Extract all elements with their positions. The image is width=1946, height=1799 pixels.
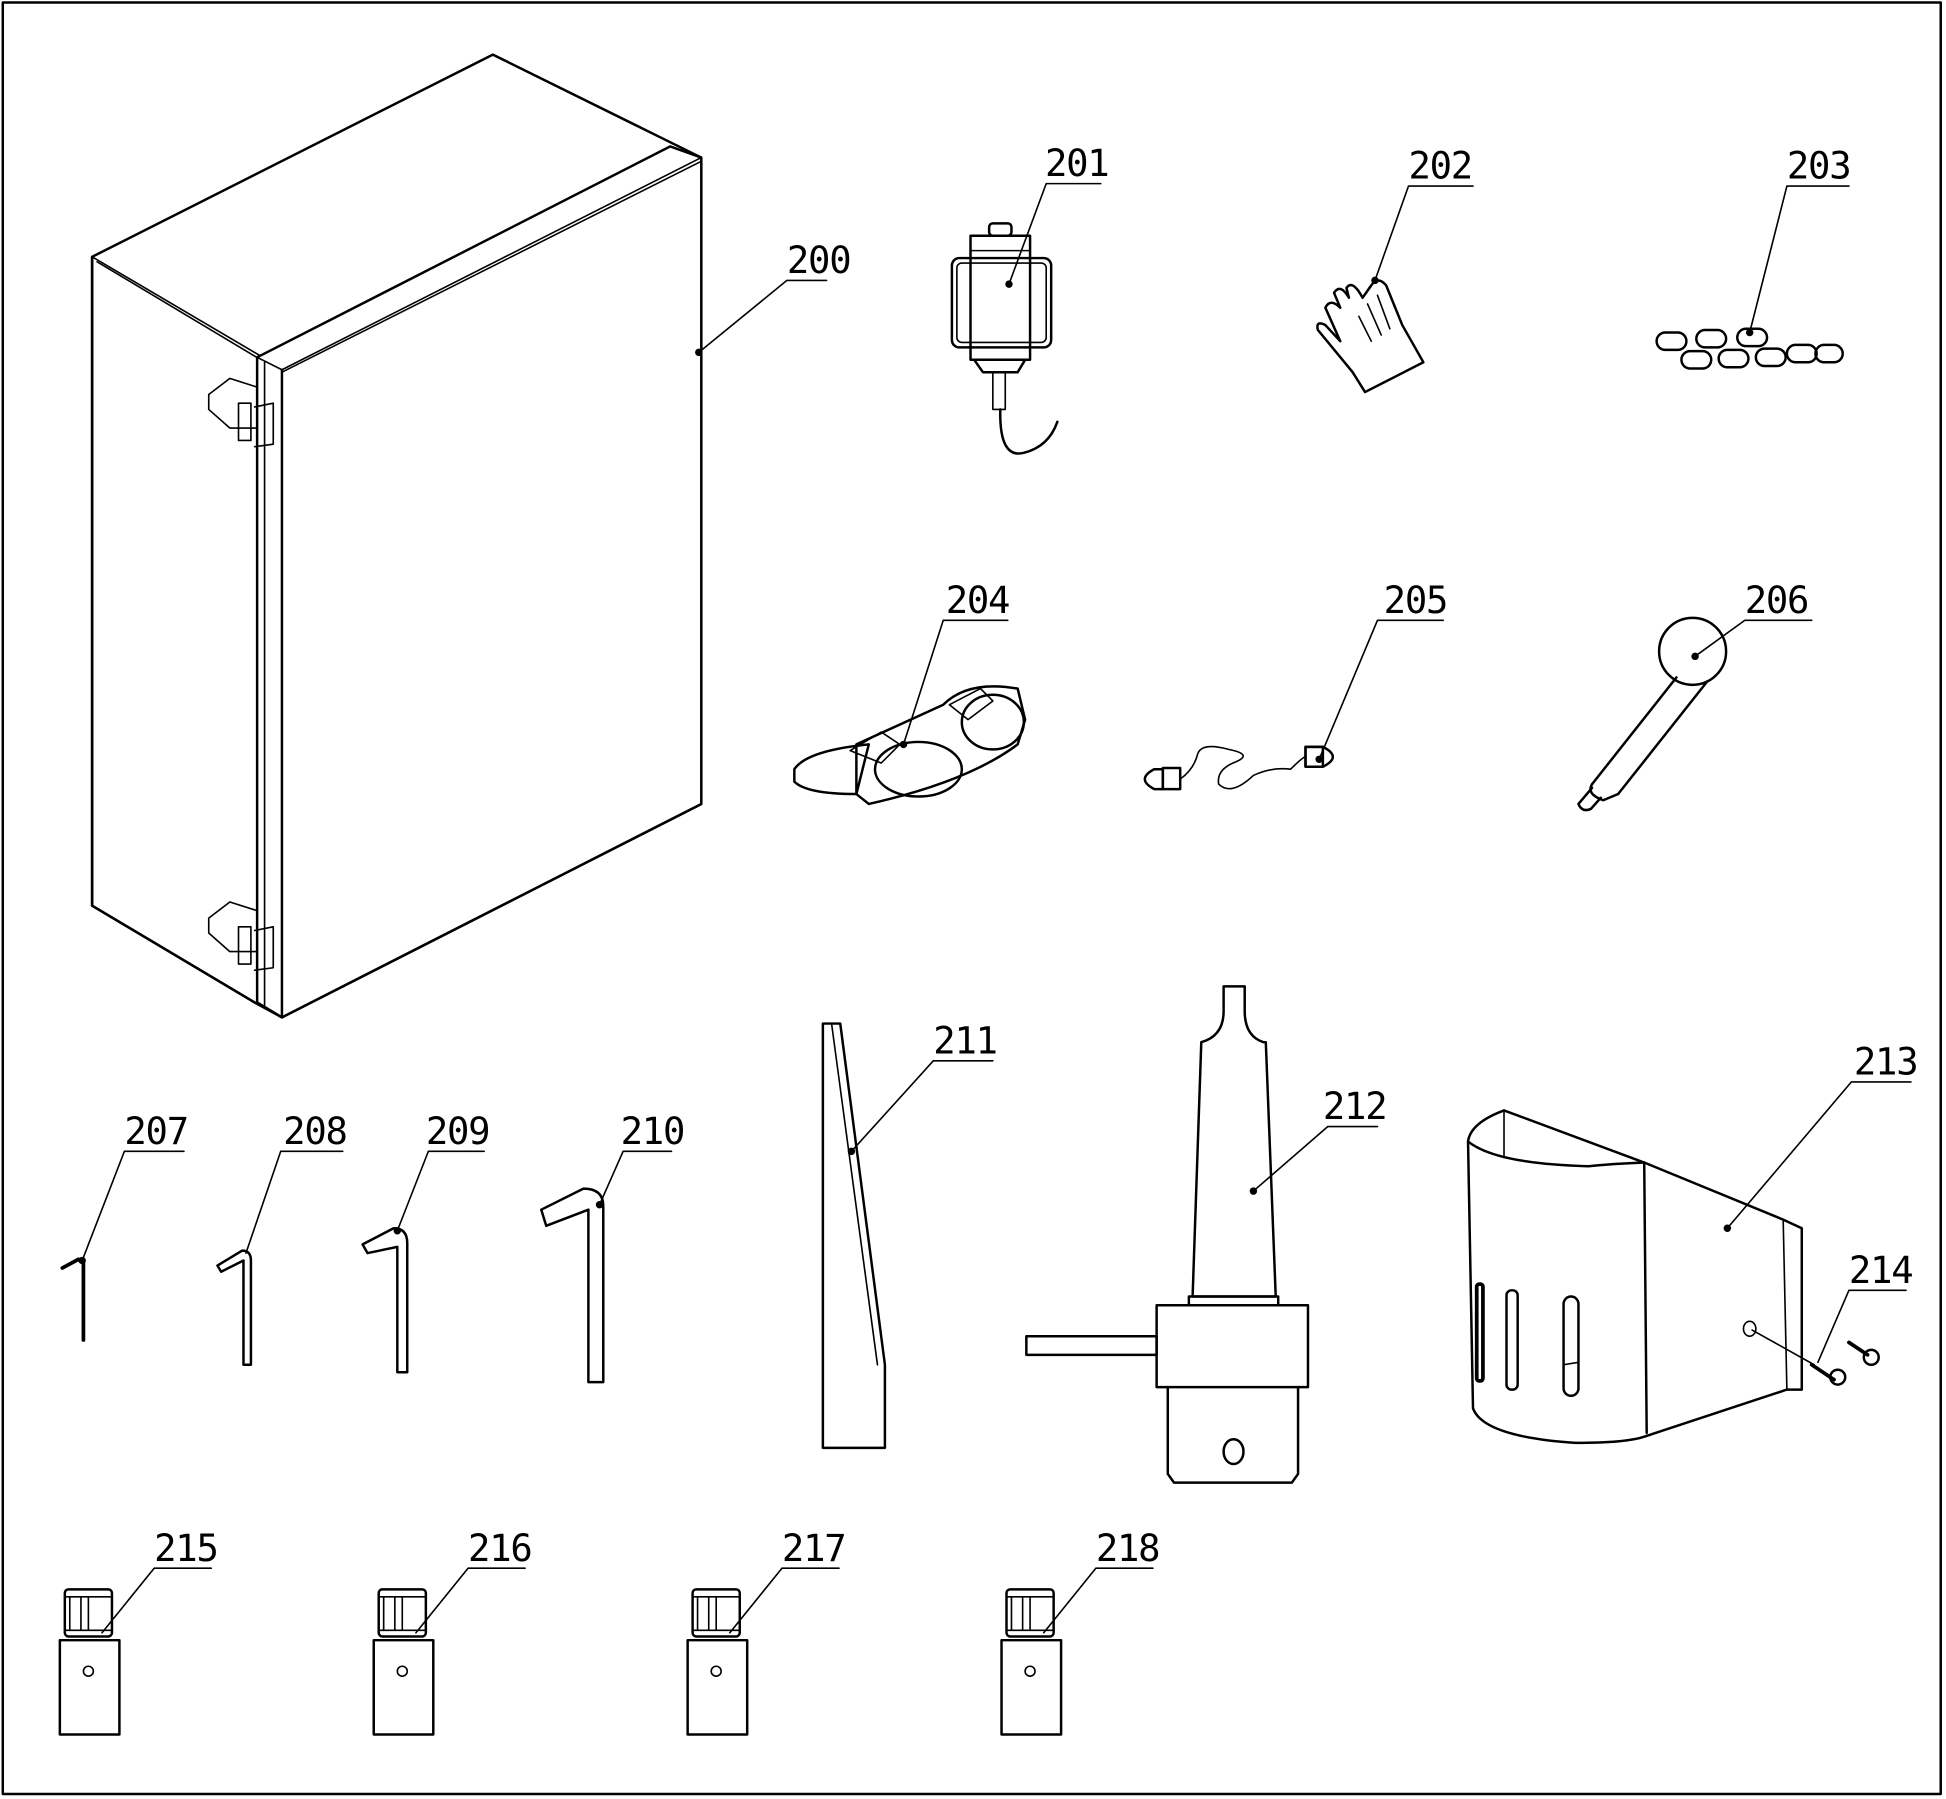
callout-label-203: 203 <box>1787 144 1851 188</box>
callout-label-211: 211 <box>933 1018 997 1062</box>
hinge-top <box>207 377 275 448</box>
hinge-bottom <box>207 901 275 972</box>
callout-label-206: 206 <box>1745 578 1809 622</box>
callout-label-201: 201 <box>1045 141 1109 185</box>
part-204-goggles: 204 <box>793 578 1027 806</box>
part-208-hex-key: 208 <box>216 1109 348 1366</box>
callout-label-214: 214 <box>1849 1248 1913 1292</box>
callout-label-202: 202 <box>1408 144 1472 188</box>
part-209-hex-key: 209 <box>361 1109 491 1374</box>
part-214-screws: 214 <box>1751 1248 1914 1386</box>
part-206-pin-tool: 206 <box>1577 578 1813 812</box>
callout-label-218: 218 <box>1096 1526 1160 1570</box>
part-215-adapter: 215 <box>58 1526 219 1736</box>
part-202-glove: 202 <box>1316 144 1474 394</box>
callout-label-208: 208 <box>283 1109 347 1153</box>
part-210-hex-key: 210 <box>539 1109 685 1384</box>
part-200-cabinet: 200 <box>90 53 852 1019</box>
part-203-chain: 203 <box>1655 144 1852 370</box>
part-218-adapter: 218 <box>1000 1526 1161 1736</box>
callout-label-207: 207 <box>124 1109 188 1153</box>
callout-label-213: 213 <box>1854 1039 1918 1083</box>
part-211-wedge: 211 <box>821 1018 998 1450</box>
callout-label-212: 212 <box>1323 1084 1387 1128</box>
callout-label-217: 217 <box>782 1526 846 1570</box>
part-205-earplugs: 205 <box>1143 578 1448 791</box>
part-207-hex-key: 207 <box>60 1109 189 1342</box>
callout-label-205: 205 <box>1384 578 1448 622</box>
part-216-adapter: 216 <box>372 1526 533 1736</box>
callout-label-216: 216 <box>468 1526 532 1570</box>
callout-label-209: 209 <box>426 1109 490 1153</box>
callout-label-204: 204 <box>946 578 1010 622</box>
part-201-lubricator: 201 <box>950 141 1110 455</box>
part-217-adapter: 217 <box>686 1526 847 1736</box>
callout-label-210: 210 <box>621 1109 685 1153</box>
part-213-bracket: 213 <box>1466 1039 1919 1445</box>
callout-label-200: 200 <box>787 238 851 282</box>
callout-label-215: 215 <box>154 1526 218 1570</box>
part-212-arbor: 212 <box>1025 985 1388 1484</box>
